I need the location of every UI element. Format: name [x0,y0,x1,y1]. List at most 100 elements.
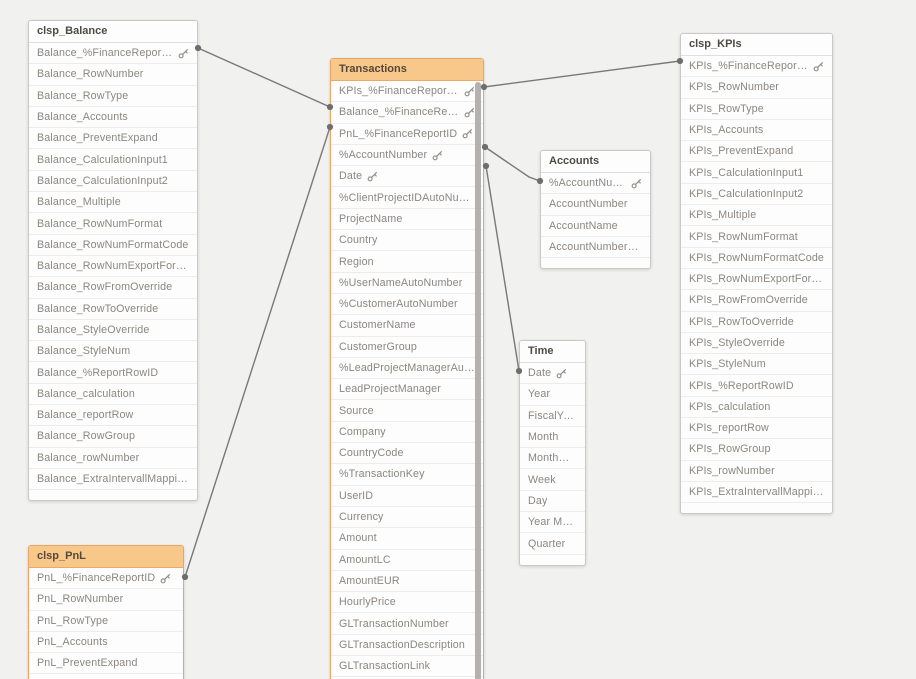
field-row[interactable]: FiscalYear [520,405,585,427]
field-row[interactable]: Company [331,421,483,444]
field-row[interactable]: KPIs_CalculationInput1 [681,162,832,184]
field-row[interactable]: Balance_RowNumFormatCode [29,234,197,256]
field-row[interactable]: KPIs_RowNumber [681,77,832,99]
field-row[interactable]: KPIs_PreventExpand [681,141,832,163]
field-row[interactable]: Balance_StyleNum [29,341,197,363]
field-row[interactable]: PnL_PreventExpand [29,653,183,675]
field-row[interactable]: AccountNumber [541,194,650,216]
field-row[interactable]: KPIs_RowToOverride [681,311,832,333]
table-header[interactable]: clsp_Balance [29,21,197,43]
table-accounts[interactable]: Accounts%AccountNumberAccountNumberAccou… [540,150,651,270]
field-row[interactable]: KPIs_reportRow [681,418,832,440]
field-row[interactable]: KPIs_CalculationInput2 [681,183,832,206]
field-row[interactable]: GLTransactionLink [331,656,483,678]
field-row[interactable]: Country [331,230,483,252]
field-row[interactable]: GLTransactionNumber [331,613,483,635]
field-row[interactable]: Region [331,251,483,273]
field-row[interactable]: PnL_%FinanceReportID [331,123,483,145]
field-row[interactable]: KPIs_RowGroup [681,439,832,461]
field-row[interactable]: Week [520,469,585,491]
field-row[interactable]: Balance_reportRow [29,405,197,427]
field-row[interactable]: PnL_%FinanceReportID [29,568,183,590]
field-row[interactable]: ProjectName [331,208,483,231]
field-row[interactable]: Date [520,363,585,385]
field-row[interactable]: Balance_RowNumber [29,64,197,86]
field-row[interactable]: AmountEUR [331,570,483,593]
field-row[interactable]: CustomerName [331,315,483,337]
field-row[interactable]: Hours [331,677,483,679]
field-row[interactable]: CustomerGroup [331,336,483,358]
field-row[interactable]: KPIs_Accounts [681,119,832,142]
field-row[interactable]: KPIs_RowNumFormat [681,226,832,248]
table-scrollbar[interactable] [475,82,481,679]
field-row[interactable]: KPIs_%FinanceReportID [331,81,483,103]
table-header[interactable]: Accounts [541,151,650,173]
field-row[interactable]: Year [520,384,585,406]
field-row[interactable]: Balance_RowGroup [29,426,197,448]
field-row[interactable]: KPIs_Multiple [681,205,832,227]
field-row[interactable]: KPIs_RowType [681,98,832,120]
field-row[interactable]: Currency [331,506,483,529]
field-row[interactable]: Balance_%FinanceReportID [29,43,197,65]
field-row[interactable]: KPIs_StyleOverride [681,332,832,355]
field-row[interactable]: Balance_StyleOverride [29,319,197,342]
field-row[interactable]: Balance_%ReportRowID [29,362,197,384]
field-row[interactable]: %AccountNumber [541,173,650,195]
field-row[interactable]: Balance_CalculationInput2 [29,170,197,193]
field-row[interactable]: Balance_RowToOverride [29,298,197,320]
field-row[interactable]: Balance_%FinanceReportID [331,102,483,124]
field-row[interactable]: Amount [331,528,483,550]
field-row[interactable]: %AccountNumber [331,144,483,167]
field-row[interactable]: KPIs_RowNumExportFormatCode [681,268,832,291]
field-row[interactable]: KPIs_RowNumFormatCode [681,247,832,269]
field-row[interactable]: AmountLC [331,549,483,571]
field-row[interactable]: PnL_CalculationInput1 [29,674,183,679]
field-row[interactable]: Balance_RowType [29,85,197,107]
field-row[interactable]: KPIs_RowFromOverride [681,290,832,312]
field-row[interactable]: Day [520,490,585,513]
field-row[interactable]: AccountNumberName [541,236,650,259]
field-row[interactable]: Date [331,166,483,188]
field-row[interactable]: PnL_Accounts [29,631,183,654]
field-row[interactable]: LeadProjectManager [331,379,483,401]
field-row[interactable]: Balance_rowNumber [29,447,197,469]
field-row[interactable]: CountryCode [331,443,483,465]
table-header[interactable]: Time [520,341,585,363]
field-row[interactable]: KPIs_rowNumber [681,460,832,482]
field-row[interactable]: Year Month [520,512,585,534]
field-row[interactable]: %CustomerAutoNumber [331,293,483,316]
field-row[interactable]: KPIs_%ReportRowID [681,375,832,397]
field-row[interactable]: Balance_PreventExpand [29,128,197,150]
table-header[interactable]: Transactions [331,59,483,81]
field-row[interactable]: Balance_Accounts [29,106,197,129]
field-row[interactable]: Balance_ExtraIntervallMapping [29,468,197,491]
field-row[interactable]: AccountName [541,215,650,237]
table-header[interactable]: clsp_PnL [29,546,183,568]
table-header[interactable]: clsp_KPIs [681,34,832,56]
field-row[interactable]: KPIs_ExtraIntervallMapping [681,481,832,504]
field-row[interactable]: UserID [331,485,483,507]
field-row[interactable]: KPIs_%FinanceReportID [681,56,832,78]
field-row[interactable]: Balance_calculation [29,383,197,406]
field-row[interactable]: %TransactionKey [331,464,483,486]
field-row[interactable]: KPIs_calculation [681,396,832,419]
field-row[interactable]: Balance_RowNumExportFormatCode [29,255,197,278]
field-row[interactable]: Month [520,426,585,449]
field-row[interactable]: GLTransactionDescription [331,634,483,657]
field-row[interactable]: PnL_RowNumber [29,589,183,611]
field-row[interactable]: Quarter [520,533,585,555]
field-row[interactable]: Balance_Multiple [29,192,197,214]
field-row[interactable]: HourlyPrice [331,592,483,614]
field-row[interactable]: Source [331,400,483,422]
field-row[interactable]: %UserNameAutoNumber [331,272,483,294]
field-row[interactable]: %LeadProjectManagerAutoNum... [331,357,483,380]
field-row[interactable]: %ClientProjectIDAutoNumber [331,187,483,209]
field-row[interactable]: PnL_RowType [29,610,183,632]
field-row[interactable]: Balance_CalculationInput1 [29,149,197,171]
field-row[interactable]: Balance_RowNumFormat [29,213,197,235]
